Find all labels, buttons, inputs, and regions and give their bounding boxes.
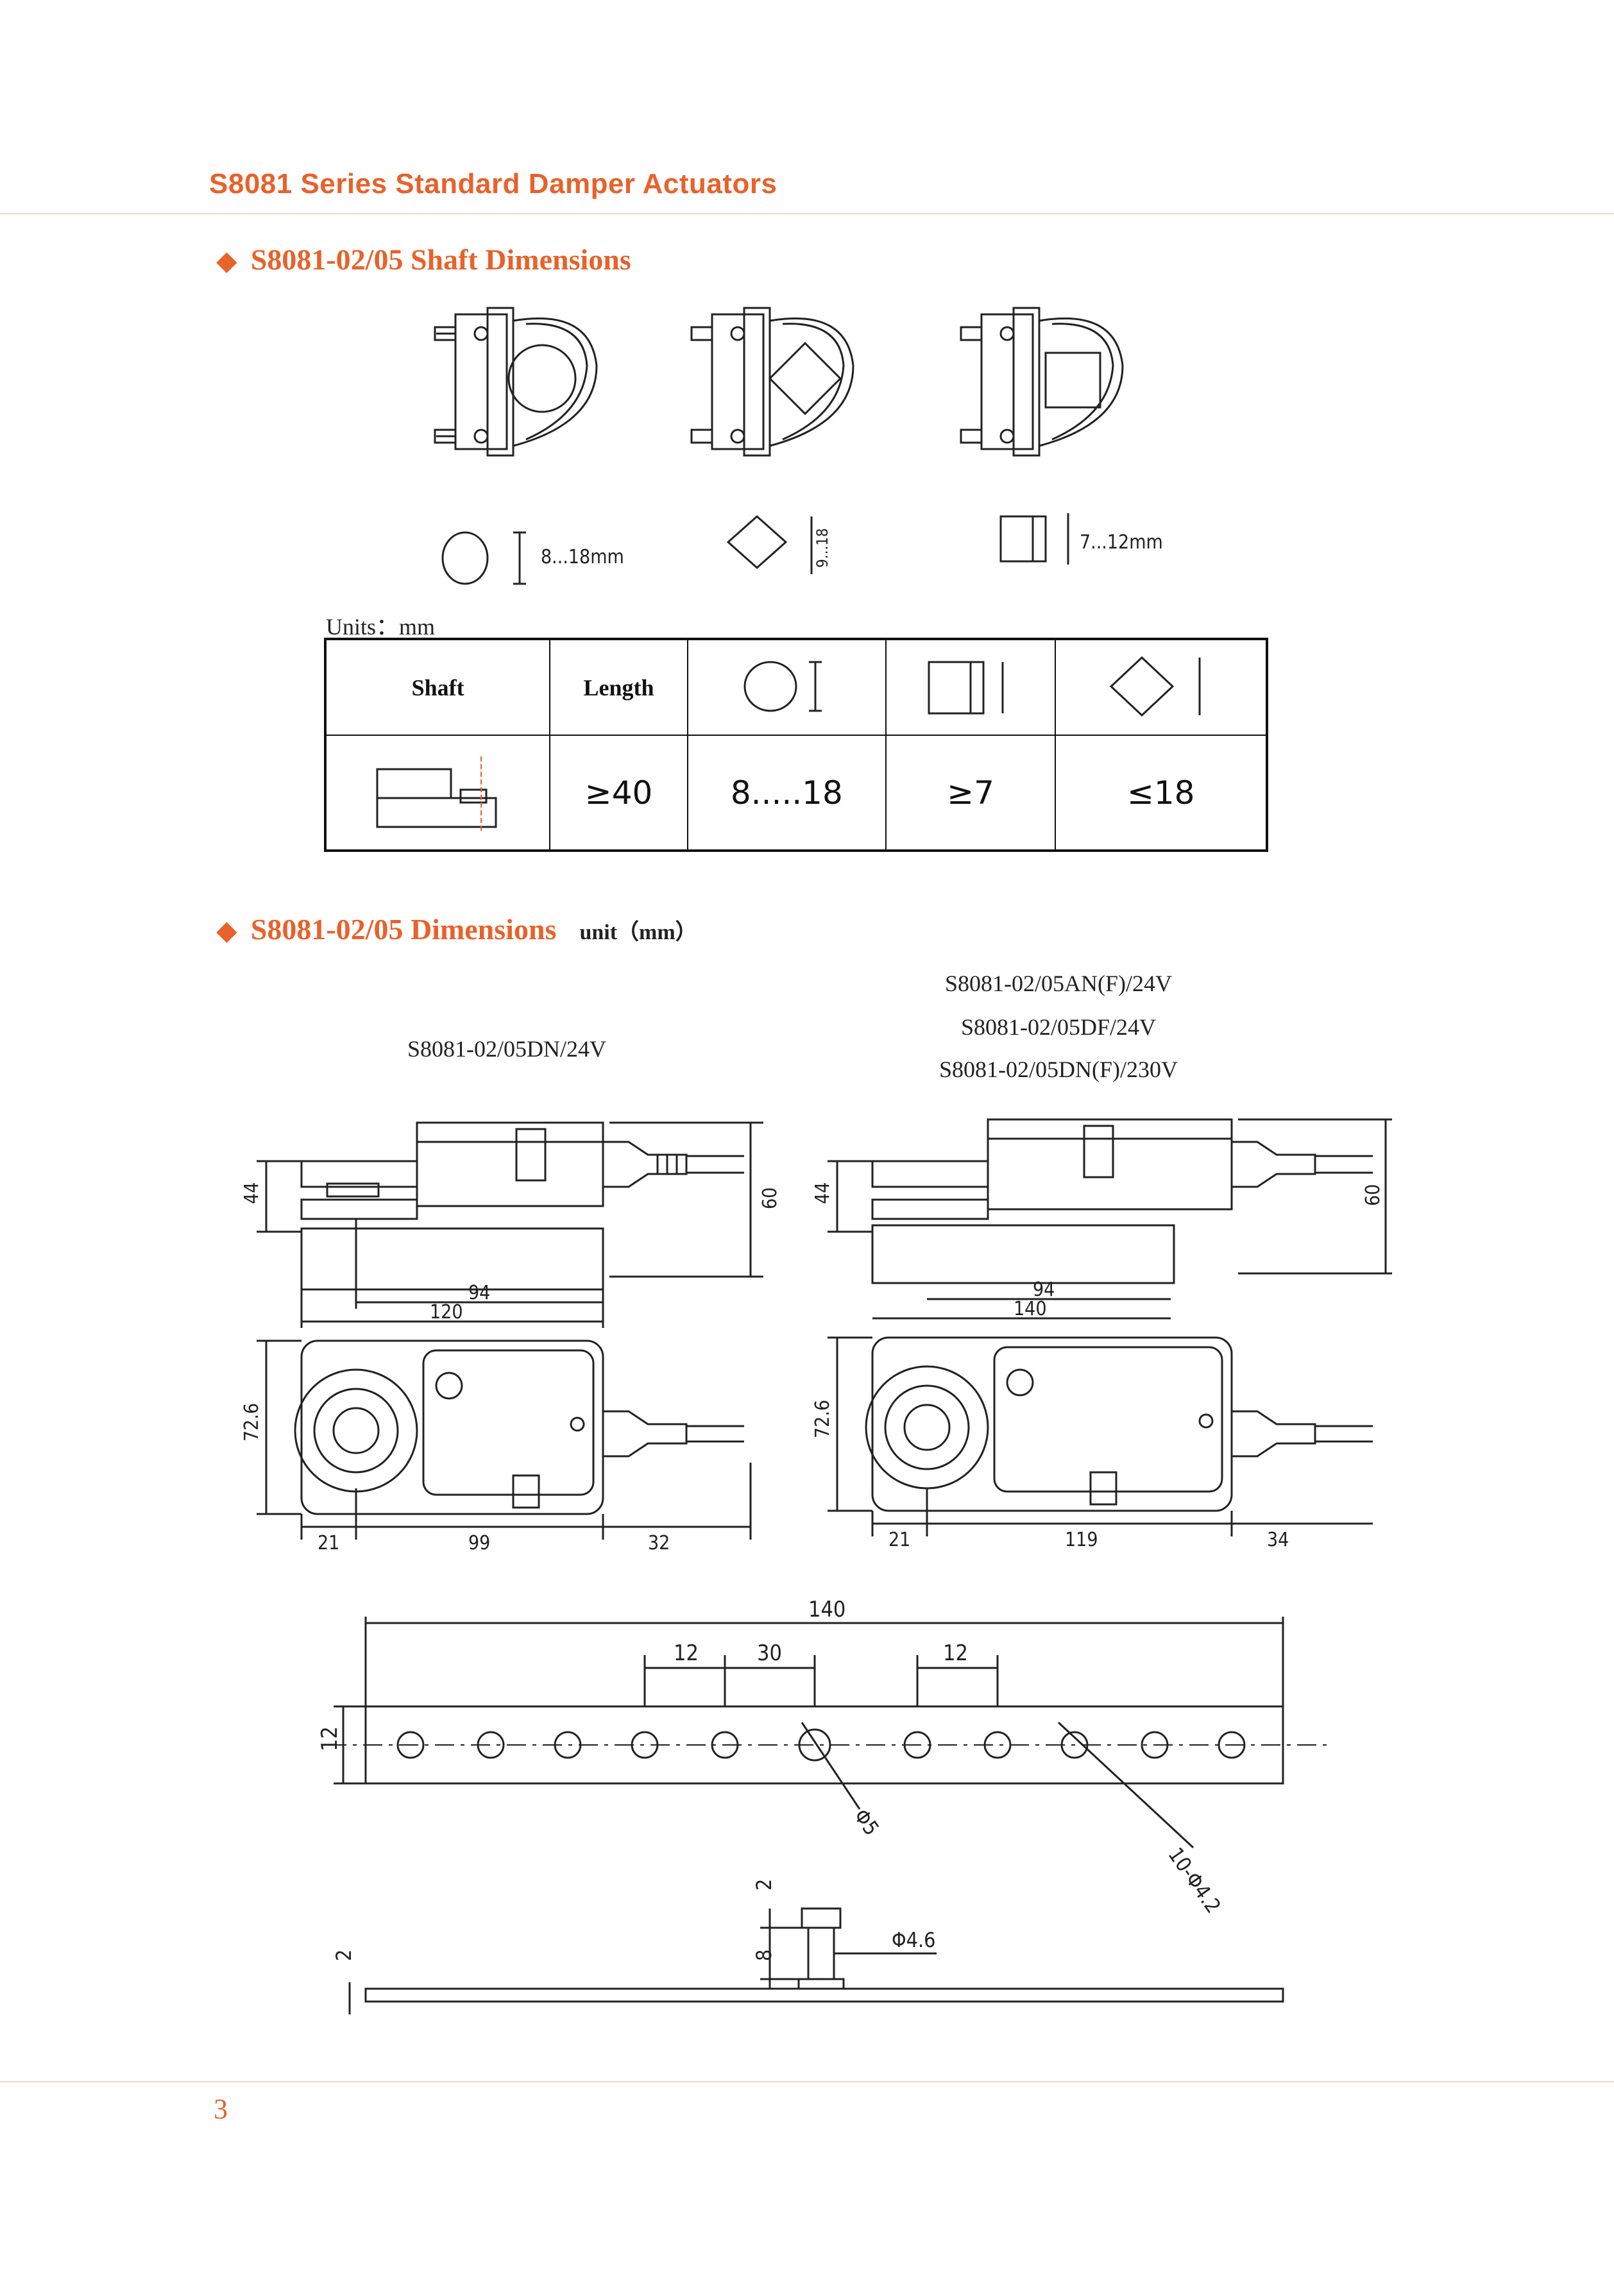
header-diamond-shaft-icon: [1055, 638, 1268, 736]
header-length: Length: [549, 638, 688, 736]
right-actuator-side-view: 44 60 94 140: [811, 1118, 1392, 1320]
mounting-bracket-drawing: 140 12 30 12 12 Φ5 10-Φ4.2 2 8 Φ4.6 2: [317, 1597, 1328, 2014]
left-dim-32: 32: [648, 1532, 670, 1554]
value-length: ≥40: [549, 735, 688, 851]
bracket-dim-140: 140: [808, 1597, 845, 1622]
left-dim-94: 94: [468, 1282, 490, 1304]
right-actuator-top-view: 72.6 21 119 34: [811, 1336, 1373, 1551]
right-dim-72-6: 72.6: [811, 1400, 834, 1438]
square-range-label: 7...12mm: [1080, 531, 1163, 554]
right-dim-21: 21: [888, 1529, 910, 1551]
section-title-dimensions-text: S8081-02/05 Dimensions: [250, 913, 557, 946]
value-square: ≥7: [885, 735, 1057, 851]
clamp-round-drawing: [434, 307, 598, 457]
section-title-dimensions: ◆ S8081-02/05 Dimensions unit（mm）: [217, 912, 697, 946]
footer-rule: [0, 2081, 1614, 2082]
right-dim-60: 60: [1362, 1184, 1384, 1206]
right-dim-140: 140: [1014, 1298, 1047, 1320]
value-diamond: ≤18: [1055, 735, 1268, 851]
header-square-shaft-icon: [885, 638, 1057, 736]
section-title-shaft: ◆ S8081-02/05 Shaft Dimensions: [217, 242, 631, 276]
shaft-clamp-drawings: 8...18mm 9...18 7...12mm: [434, 307, 1163, 585]
diamond-range-label: 9...18: [813, 528, 831, 568]
shaft-spec-table: Shaft Length ≥40 8.....18 ≥7 ≤18: [324, 638, 1268, 852]
clamp-square-drawing: [960, 307, 1124, 457]
left-actuator-side-view: 44 60 94 120: [241, 1121, 781, 1328]
left-model: S8081-02/05DN/24V: [407, 1036, 606, 1062]
shaft-length-diagram: [324, 735, 551, 851]
left-dim-120: 120: [430, 1301, 463, 1323]
pin-dim-8: 8: [752, 1950, 776, 1961]
page-number: 3: [214, 2093, 228, 2125]
page-header-title: S8081 Series Standard Damper Actuators: [209, 168, 777, 200]
left-dim-21: 21: [318, 1532, 339, 1554]
right-dim-94: 94: [1033, 1279, 1055, 1301]
clamp-diamond-drawing: [690, 307, 854, 457]
value-round: 8.....18: [686, 735, 887, 851]
bracket-dim-30: 30: [757, 1640, 782, 1666]
right-dim-34: 34: [1267, 1529, 1289, 1551]
pin-dim-2a: 2: [752, 1879, 776, 1891]
left-dim-44: 44: [241, 1182, 263, 1204]
left-actuator-top-view: 72.6 21 99 32: [241, 1339, 752, 1554]
right-model-1: S8081-02/05AN(F)/24V: [944, 971, 1172, 996]
units-label: Units：mm: [326, 614, 436, 640]
diamond-bullet-icon: ◆: [217, 246, 237, 275]
pin-dim-4-6: Φ4.6: [892, 1928, 935, 1952]
bracket-dim-12-left: 12: [674, 1640, 699, 1666]
actuator-dimension-drawings: 44 60 94 120 72.6 21 99 32 44: [241, 1118, 1392, 1554]
round-range-label: 8...18mm: [541, 546, 624, 568]
bracket-dim-holes-4-2: 10-Φ4.2: [1163, 1843, 1225, 1918]
bracket-dim-hole-5: Φ5: [849, 1805, 884, 1840]
bracket-dim-height-12: 12: [317, 1726, 343, 1751]
plate-dim-2: 2: [332, 1950, 356, 1961]
header-rule: [0, 213, 1614, 214]
left-dim-99: 99: [468, 1532, 490, 1554]
header-round-shaft-icon: [686, 638, 887, 736]
left-dim-60: 60: [759, 1187, 781, 1209]
diamond-bullet-icon: ◆: [217, 916, 237, 945]
right-dim-119: 119: [1065, 1529, 1098, 1551]
right-dim-44: 44: [811, 1182, 834, 1204]
bracket-dim-12-right: 12: [943, 1640, 968, 1666]
unit-note: unit（mm）: [579, 921, 697, 944]
right-model-3: S8081-02/05DN(F)/230V: [939, 1057, 1178, 1082]
left-dim-72-6: 72.6: [241, 1403, 263, 1441]
bracket-holes: [396, 1728, 1246, 1762]
section-title-shaft-text: S8081-02/05 Shaft Dimensions: [250, 243, 631, 276]
right-model-2: S8081-02/05DF/24V: [960, 1014, 1157, 1040]
header-shaft: Shaft: [324, 638, 551, 736]
